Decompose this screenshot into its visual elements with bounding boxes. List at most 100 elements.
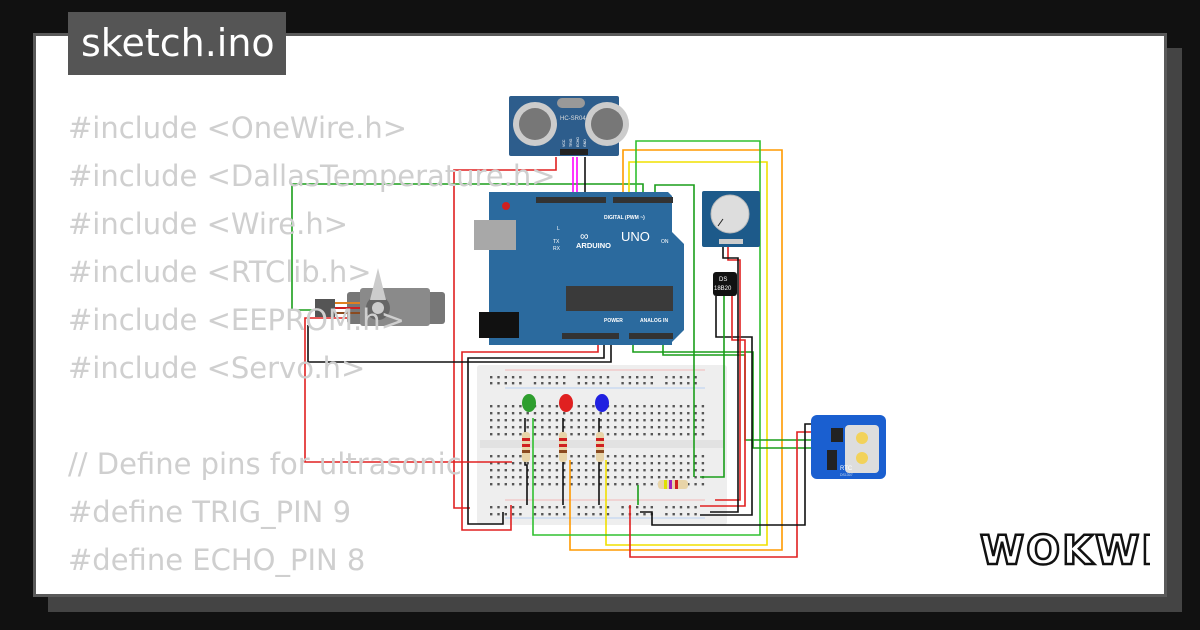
breadboard-hole (657, 455, 661, 458)
breadboard-hole (497, 476, 500, 479)
breadboard-hole (511, 506, 515, 509)
breadboard-hole (599, 483, 602, 486)
rtc-label: RTC (840, 466, 853, 472)
breadboard-hole (497, 405, 500, 408)
breadboard-hole (599, 426, 602, 429)
breadboard-hole (511, 469, 515, 472)
breadboard-hole (687, 483, 690, 486)
breadboard-hole (599, 462, 602, 465)
arduino-uno: DIGITAL (PWM ~) ARDUINO UNO ∞ ON TX RX L… (474, 192, 684, 345)
breadboard-hole (563, 483, 566, 486)
breadboard-hole (541, 426, 544, 429)
breadboard-hole (548, 455, 551, 458)
breadboard-hole (643, 513, 646, 516)
file-tab[interactable]: sketch.ino (68, 12, 286, 75)
breadboard-hole (636, 405, 639, 408)
breadboard-hole (584, 426, 588, 429)
breadboard-hole (526, 419, 529, 422)
breadboard-hole (577, 469, 580, 472)
breadboard-hole (570, 419, 573, 422)
breadboard-hole (636, 513, 639, 516)
breadboard-hole (592, 376, 595, 379)
breadboard-hole (519, 469, 522, 472)
code-line: #include <DallasTemperature.h> (68, 159, 556, 193)
breadboard-hole (511, 476, 515, 479)
breadboard-hole (519, 405, 522, 408)
breadboard-hole (665, 513, 668, 516)
breadboard-hole (650, 376, 653, 379)
breadboard-hole (504, 513, 507, 516)
breadboard-hole (606, 455, 610, 458)
breadboard-hole (636, 419, 639, 422)
breadboard-hole (679, 426, 683, 429)
breadboard-hole (606, 376, 610, 379)
breadboard-hole (665, 476, 668, 479)
breadboard-hole (621, 513, 624, 516)
digital-label: DIGITAL (PWM ~) (604, 215, 645, 221)
breadboard-hole (657, 462, 661, 465)
breadboard-hole (555, 455, 559, 458)
breadboard-hole (584, 419, 588, 422)
breadboard-hole (628, 462, 632, 465)
breadboard-hole (563, 476, 566, 479)
breadboard-hole (672, 405, 675, 408)
breadboard-hole (548, 513, 551, 516)
breadboard-hole (679, 455, 683, 458)
breadboard-hole (606, 382, 610, 385)
breadboard-hole (519, 476, 522, 479)
breadboard-hole (701, 433, 705, 436)
breadboard-hole (599, 476, 602, 479)
led-blue (595, 394, 609, 412)
breadboard-hole (614, 433, 617, 436)
breadboard-hole (504, 419, 507, 422)
breadboard-hole (650, 469, 653, 472)
breadboard-hole (701, 455, 705, 458)
on-label: ON (661, 239, 669, 245)
breadboard-hole (490, 462, 493, 465)
breadboard-hole (541, 462, 544, 465)
breadboard-hole (592, 419, 595, 422)
breadboard-hole (672, 433, 675, 436)
breadboard-hole (672, 506, 675, 509)
breadboard-hole (687, 412, 690, 415)
breadboard-hole (606, 476, 610, 479)
breadboard-hole (563, 412, 566, 415)
breadboard-hole (584, 433, 588, 436)
breadboard-hole (665, 433, 668, 436)
breadboard-hole (701, 419, 705, 422)
breadboard-hole (548, 419, 551, 422)
breadboard-hole (636, 455, 639, 458)
breadboard-hole (679, 376, 683, 379)
breadboard-hole (592, 412, 595, 415)
breadboard-hole (628, 483, 632, 486)
code-line: #define TRIG_PIN 9 (68, 495, 352, 529)
breadboard-hole (701, 412, 705, 415)
breadboard-hole (548, 382, 551, 385)
breadboard-hole (555, 382, 559, 385)
breadboard-hole (679, 419, 683, 422)
breadboard-hole (504, 405, 507, 408)
code-line: #include <RTClib.h> (68, 255, 372, 289)
breadboard-hole (672, 513, 675, 516)
breadboard-hole (636, 382, 639, 385)
breadboard-hole (621, 469, 624, 472)
breadboard-hole (541, 382, 544, 385)
breadboard-hole (701, 483, 705, 486)
breadboard-hole (643, 426, 646, 429)
breadboard-hole (657, 419, 661, 422)
led-green (522, 394, 536, 412)
breadboard-hole (497, 376, 500, 379)
ultrasonic-sensor: HC-SR04 VCC TRIG ECHO GND (509, 96, 629, 156)
breadboard-hole (570, 469, 573, 472)
code-line: #include <OneWire.h> (68, 111, 408, 145)
breadboard-hole (490, 382, 493, 385)
breadboard-hole (628, 469, 632, 472)
breadboard-hole (679, 462, 683, 465)
breadboard-hole (563, 376, 566, 379)
breadboard-hole (548, 469, 551, 472)
breadboard-hole (570, 455, 573, 458)
breadboard-hole (584, 506, 588, 509)
breadboard-hole (599, 412, 602, 415)
breadboard-hole (504, 506, 507, 509)
